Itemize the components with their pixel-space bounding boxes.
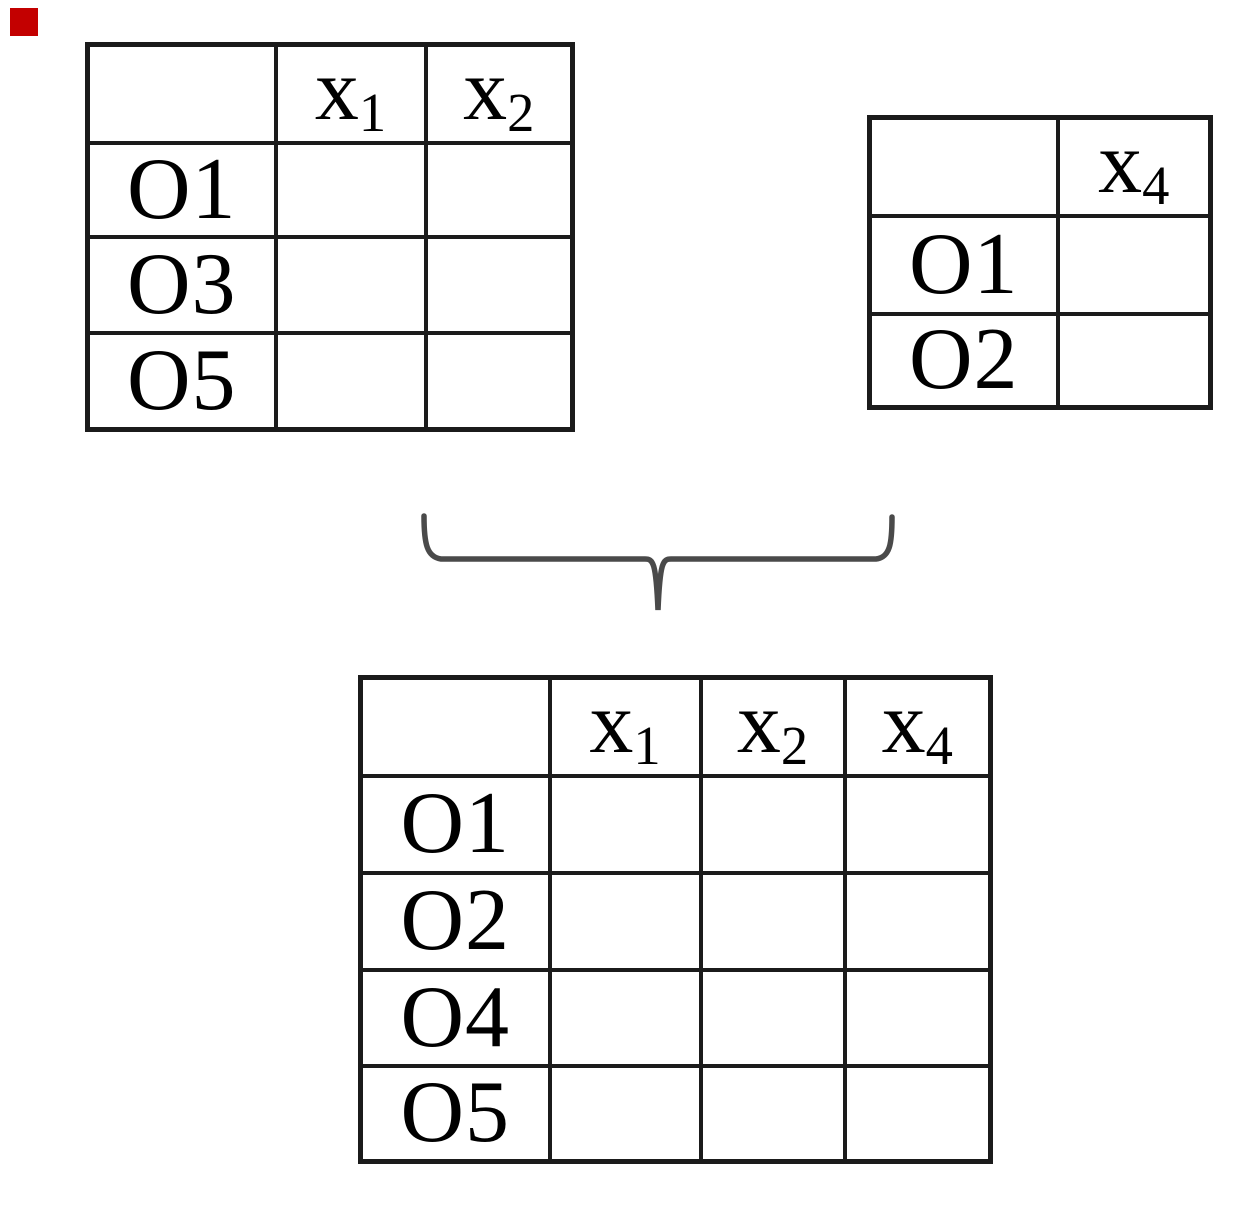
data-cell <box>698 1063 847 1164</box>
row-label-o1: O1 <box>85 140 278 239</box>
table-row: O4 <box>358 967 993 1068</box>
data-cell <box>1055 213 1213 316</box>
merged-table: x1 x2 x4 O1 O2 O4 O5 <box>358 675 993 1165</box>
data-cell <box>842 1063 993 1164</box>
merge-underbrace <box>410 500 910 620</box>
row-label-o2: O2 <box>358 870 552 972</box>
table-row: O5 <box>85 330 575 432</box>
header-subscript: 4 <box>925 715 953 776</box>
column-header-x1: x1 <box>547 675 703 778</box>
header-subscript: 4 <box>1142 155 1170 216</box>
table-row: O2 <box>867 311 1213 410</box>
data-cell <box>842 870 993 972</box>
header-subscript: 2 <box>780 715 809 776</box>
data-cell <box>698 870 847 972</box>
row-label-o1: O1 <box>867 213 1060 316</box>
column-header-x2: x2 <box>423 42 575 145</box>
data-cell <box>842 773 993 875</box>
underbrace-path <box>421 513 895 611</box>
source-table-x4: x4 O1 O2 <box>867 115 1213 411</box>
data-cell <box>547 1063 703 1164</box>
header-base: x <box>1098 117 1143 212</box>
table-row: O1 <box>85 140 575 239</box>
row-label-o5: O5 <box>358 1063 552 1164</box>
row-label-o4: O4 <box>358 967 552 1068</box>
data-cell <box>273 234 428 335</box>
data-cell <box>423 330 575 432</box>
row-label-o2: O2 <box>867 311 1060 410</box>
header-base: x <box>736 677 781 772</box>
row-label-o1: O1 <box>358 773 552 875</box>
data-cell <box>1055 311 1213 410</box>
row-label-o5: O5 <box>85 330 278 432</box>
source-table-x1-x2: x1 x2 O1 O3 O5 <box>85 42 575 433</box>
table-row: O1 <box>867 213 1213 316</box>
header-base: x <box>589 677 634 772</box>
header-row: x4 <box>867 115 1213 218</box>
data-cell <box>273 330 428 432</box>
table-row: O2 <box>358 870 993 972</box>
corner-cell <box>85 42 278 145</box>
column-header-x4: x4 <box>842 675 993 778</box>
corner-cell <box>358 675 552 778</box>
data-cell <box>423 140 575 239</box>
header-base: x <box>881 677 926 772</box>
data-cell <box>547 773 703 875</box>
underbrace-svg <box>421 513 895 611</box>
data-cell <box>698 967 847 1068</box>
data-cell <box>547 967 703 1068</box>
row-label-o3: O3 <box>85 234 278 335</box>
column-header-x1: x1 <box>273 42 428 145</box>
column-header-x4: x4 <box>1055 115 1213 218</box>
header-subscript: 1 <box>358 82 387 143</box>
table-row: O5 <box>358 1063 993 1164</box>
header-base: x <box>314 44 359 139</box>
header-subscript: 2 <box>507 82 535 143</box>
data-cell <box>842 967 993 1068</box>
column-header-x2: x2 <box>698 675 847 778</box>
table-row: O3 <box>85 234 575 335</box>
header-row: x1 x2 <box>85 42 575 145</box>
header-base: x <box>463 44 508 139</box>
table-row: O1 <box>358 773 993 875</box>
corner-cell <box>867 115 1060 218</box>
red-square-marker <box>10 8 38 36</box>
data-cell <box>423 234 575 335</box>
data-cell <box>698 773 847 875</box>
header-row: x1 x2 x4 <box>358 675 993 778</box>
data-cell <box>273 140 428 239</box>
header-subscript: 1 <box>633 715 661 776</box>
data-cell <box>547 870 703 972</box>
